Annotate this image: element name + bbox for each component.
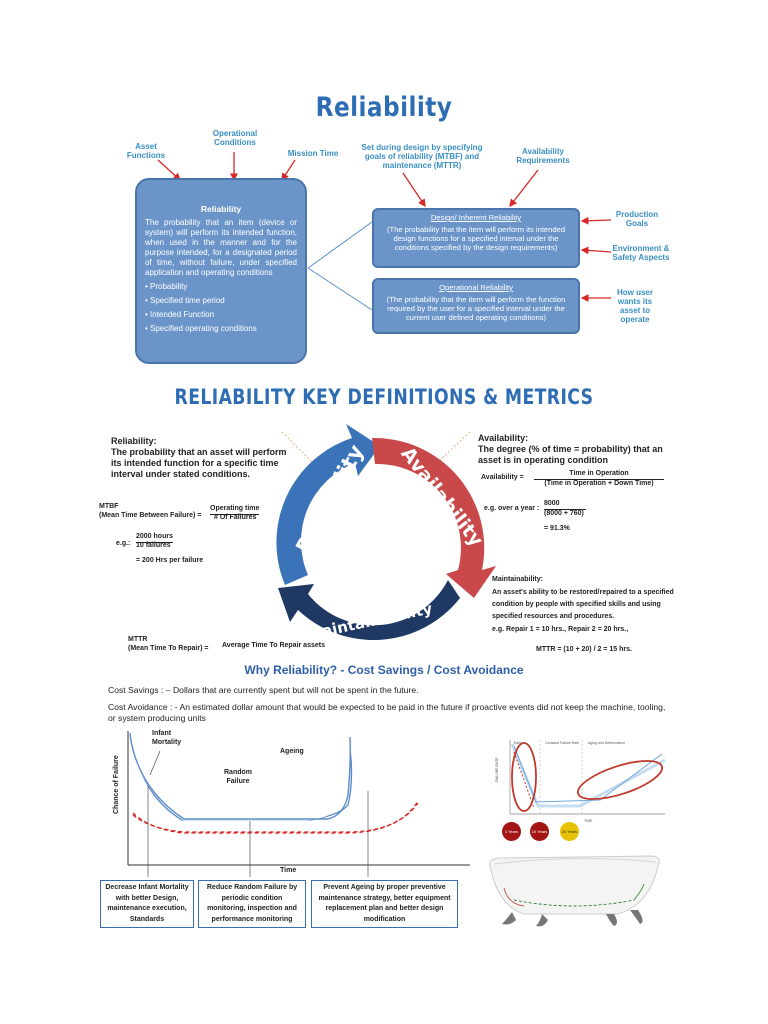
- small-chart-region-label: Early: [514, 741, 522, 745]
- reliability-def-text: The probability that an asset will perfo…: [111, 447, 291, 480]
- avail-eg-den: (8000 + 760): [544, 510, 584, 519]
- small-chart-ylabel: FAILURE RATE: [495, 757, 499, 782]
- bathtub-ylabel: Chance of Failure: [113, 754, 122, 814]
- avail-eg-num: 8000: [544, 500, 586, 510]
- mttr-expansion: (Mean Time To Repair) =: [128, 645, 208, 654]
- mtbf-eg: e.g.:: [116, 540, 130, 549]
- why-reliability-title: Why Reliability? - Cost Savings / Cost A…: [0, 663, 768, 677]
- mtbf-expansion: (Mean Time Between Failure) =: [99, 512, 201, 521]
- label-random-failure: Random Failure: [218, 769, 258, 786]
- infant-mortality-box: Decrease Infant Mortality with better De…: [100, 880, 194, 928]
- mtbf-result: = 200 Hrs per failure: [136, 557, 203, 566]
- mtbf-eg-den: 10 failures: [136, 542, 171, 551]
- mtbf-denominator: # Of Failures: [214, 514, 256, 523]
- year-circle-1: 1 Years: [502, 822, 521, 841]
- ageing-box: Prevent Ageing by proper preventive main…: [311, 880, 458, 928]
- maint-def: An asset's ability to be restored/repair…: [492, 587, 680, 623]
- avail-result: = 91.3%: [544, 525, 570, 534]
- availability-def-title: Availability:: [478, 433, 668, 444]
- mttr-equation: MTTR = (10 + 20) / 2 = 15 hrs.: [536, 646, 632, 655]
- availability-def-text: The degree (% of time = probability) tha…: [478, 444, 668, 466]
- availability-eg: e.g. over a year :: [484, 505, 539, 514]
- maint-title: Maintainability:: [492, 576, 680, 585]
- availability-denominator: (Time in Operation + Down Time): [534, 480, 664, 489]
- small-chart-region-label: Aging and Deterioration: [588, 741, 625, 745]
- year-circle-20: 20 Years: [560, 822, 579, 841]
- bathtub-xlabel: Time: [280, 867, 296, 876]
- availability-eq-label: Availability =: [481, 474, 524, 483]
- maint-eg: e.g. Repair 1 = 10 hrs., Repair 2 = 20 h…: [492, 626, 680, 635]
- reliability-definition: Reliability: The probability that an ass…: [111, 436, 291, 480]
- maintainability-definition: Maintainability: An asset's ability to b…: [492, 576, 680, 634]
- cost-avoidance-text: Cost Avoidance : - An estimated dollar a…: [108, 702, 668, 723]
- cost-savings-text: Cost Savings : – Dollars that are curren…: [108, 685, 668, 696]
- availability-numerator: Time in Operation: [534, 470, 664, 480]
- small-chart-region-label: Constant Failure Rate: [545, 741, 579, 745]
- reliability-def-title: Reliability:: [111, 436, 157, 446]
- random-failure-box: Reduce Random Failure by periodic condit…: [198, 880, 306, 928]
- label-infant-mortality: Infant Mortality: [152, 730, 192, 747]
- small-chart-xlabel: TIME: [584, 819, 593, 823]
- year-circle-10: 10 Years: [530, 822, 549, 841]
- availability-definition: Availability: The degree (% of time = pr…: [478, 433, 668, 466]
- mtbf-label: MTBF: [99, 503, 118, 512]
- bathtub-image: [484, 848, 664, 938]
- mttr-label: MTTR: [128, 636, 147, 645]
- mttr-value: Average Time To Repair assets: [222, 642, 325, 651]
- label-ageing: Ageing: [280, 748, 304, 757]
